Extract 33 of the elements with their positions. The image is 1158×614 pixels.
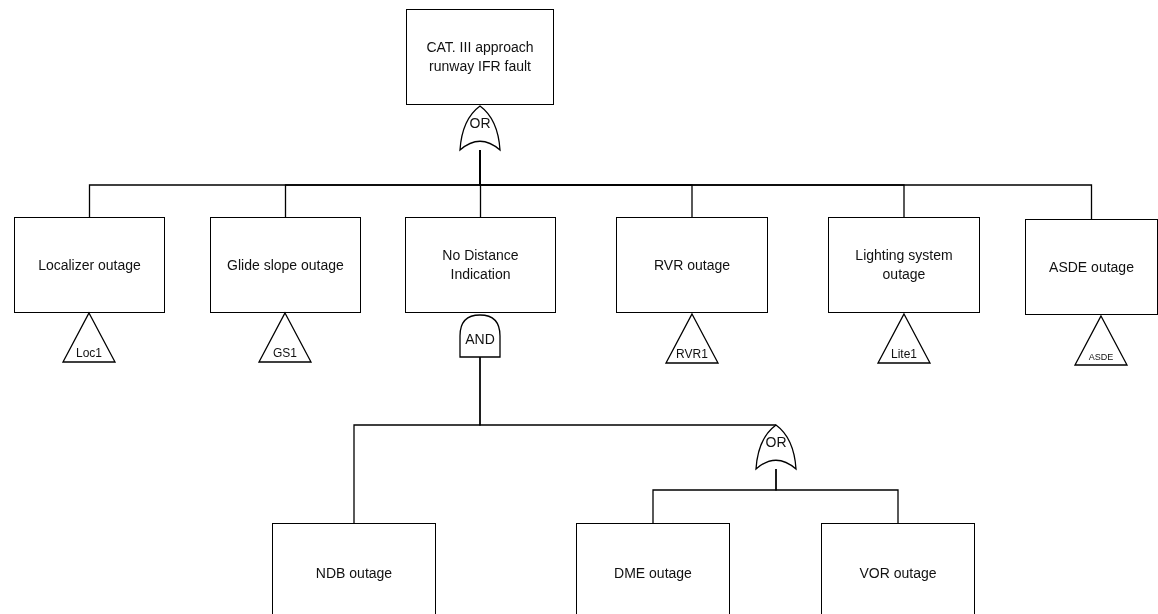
event-label: Localizer outage <box>38 255 141 275</box>
transfer-triangle <box>1075 316 1127 365</box>
event-box <box>406 9 554 105</box>
event-label: ASDE outage <box>1049 257 1134 277</box>
gate-label: OR <box>764 434 788 449</box>
transfer-label: RVR1 <box>675 348 709 360</box>
event-label: No Distance Indication <box>441 246 520 284</box>
gate-label: OR <box>468 115 492 130</box>
event-label: RVR outage <box>654 255 730 275</box>
gate-label: AND <box>464 331 496 346</box>
transfer-label: GS1 <box>272 347 298 359</box>
transfer-triangle <box>878 314 930 363</box>
transfer-triangle <box>259 313 311 362</box>
transfer-triangle <box>666 314 718 363</box>
event-box <box>405 217 556 313</box>
event-label: CAT. III approach runway IFR fault <box>425 38 535 76</box>
transfer-label: ASDE <box>1087 353 1115 362</box>
transfer-triangle <box>63 313 115 362</box>
event-label: Glide slope outage <box>227 255 344 275</box>
and-gate <box>460 315 500 357</box>
event-label: VOR outage <box>859 563 937 583</box>
event-box <box>821 523 975 614</box>
transfer-label: Lite1 <box>890 348 918 360</box>
transfer-label: Loc1 <box>75 347 103 359</box>
event-box <box>272 523 436 614</box>
or-gate <box>460 106 500 150</box>
event-label: Lighting system outage <box>854 246 954 284</box>
or-gate <box>756 425 796 469</box>
event-box <box>576 523 730 614</box>
connector-line <box>775 468 899 524</box>
event-label: NDB outage <box>315 563 393 583</box>
event-label: DME outage <box>614 563 692 583</box>
connector-line <box>479 356 777 426</box>
